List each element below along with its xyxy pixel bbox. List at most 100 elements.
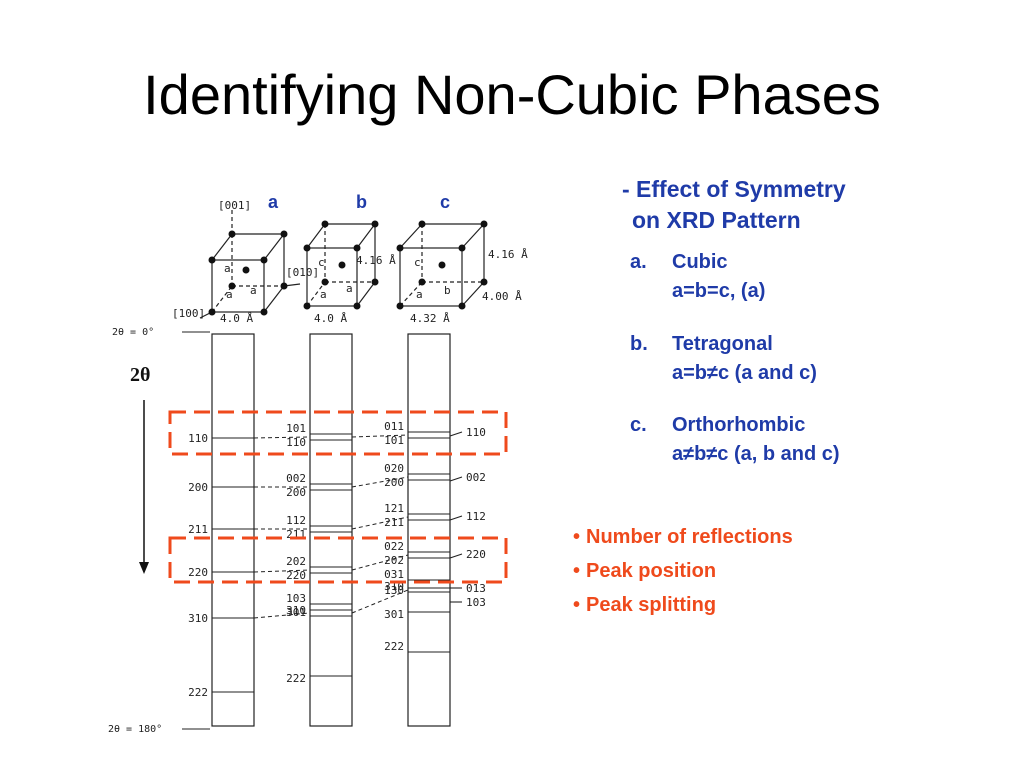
peak-label: 220 bbox=[286, 569, 306, 582]
cubic-edge-a3: a bbox=[226, 288, 233, 301]
peak-label: 112 bbox=[466, 510, 486, 523]
case-name: Orthorhombic bbox=[672, 414, 806, 436]
peak-label: 103 bbox=[466, 596, 486, 609]
peak-label: 110 bbox=[466, 426, 486, 439]
peak-label: 220 bbox=[466, 548, 486, 561]
tetragonal-cell bbox=[306, 223, 376, 307]
tie-line bbox=[351, 554, 409, 571]
peak-label: 310 bbox=[188, 612, 208, 625]
tie-line bbox=[351, 516, 409, 530]
axis-010-label: [010] bbox=[286, 266, 319, 279]
peak-label: 011 bbox=[384, 420, 404, 433]
two-theta-start-label: 2θ = 0° bbox=[112, 327, 154, 338]
peak-label: 110 bbox=[188, 432, 208, 445]
orthorhombic-edge-b: b bbox=[444, 284, 451, 297]
orthorhombic-cell bbox=[399, 223, 485, 307]
peak-label: 101 bbox=[384, 434, 404, 447]
case-tetragonal: b. Tetragonal a=b≠c (a and c) bbox=[630, 330, 817, 388]
tetragonal-lattice-label: 4.0 Å bbox=[314, 312, 347, 325]
peak-label: 301 bbox=[384, 608, 404, 621]
highlight-box-110 bbox=[168, 410, 508, 456]
orthorhombic-c-label: 4.16 Å bbox=[488, 248, 528, 261]
peak-label: 222 bbox=[286, 672, 306, 685]
axis-001-label: [001] bbox=[218, 199, 251, 212]
orthorhombic-edge-a: a bbox=[416, 288, 423, 301]
case-description: a=b≠c (a and c) bbox=[672, 362, 817, 384]
cell-a-letter: a bbox=[268, 192, 279, 212]
tie-line bbox=[351, 589, 409, 614]
peak-label: 022 bbox=[384, 540, 404, 553]
tetragonal-edge-a1: a bbox=[320, 288, 327, 301]
xrd-diagram: [001] [010] [100] a a a 4.0 Å c a a 4.16… bbox=[108, 192, 528, 735]
tie-line bbox=[351, 476, 409, 488]
case-letter: a. bbox=[630, 251, 647, 273]
peak-label: 200 bbox=[286, 486, 306, 499]
case-letter: b. bbox=[630, 333, 648, 355]
case-orthorhombic: c. Orthorhombic a≠b≠c (a, b and c) bbox=[630, 411, 840, 469]
peak-label: 031 bbox=[384, 568, 404, 581]
case-name: Cubic bbox=[672, 251, 728, 273]
slide-title: Identifying Non-Cubic Phases bbox=[143, 63, 881, 126]
peak-leader-line bbox=[449, 515, 463, 521]
orthorhombic-b-label: 4.00 Å bbox=[482, 290, 522, 303]
peak-label: 310 bbox=[286, 604, 306, 617]
case-letter: c. bbox=[630, 414, 647, 436]
axis-100-label: [100] bbox=[172, 307, 205, 320]
peak-leader-line bbox=[449, 431, 463, 437]
pattern-column-a bbox=[211, 333, 255, 727]
peak-label: 211 bbox=[384, 516, 404, 529]
cubic-edge-a1: a bbox=[224, 262, 231, 275]
case-name: Tetragonal bbox=[672, 333, 773, 355]
peak-label: 101 bbox=[286, 422, 306, 435]
peak-label: 211 bbox=[188, 523, 208, 536]
peak-label: 301 bbox=[286, 606, 306, 619]
symmetry-panel: - Effect of Symmetry on XRD Pattern bbox=[622, 174, 846, 236]
peak-label: 220 bbox=[188, 566, 208, 579]
bullet-item: Number of reflections bbox=[573, 520, 793, 554]
peak-label: 121 bbox=[384, 502, 404, 515]
peak-label: 110 bbox=[286, 436, 306, 449]
peak-label: 130 bbox=[384, 584, 404, 597]
peak-label: 002 bbox=[466, 471, 486, 484]
highlight-box-220 bbox=[168, 536, 508, 584]
case-cubic: a. Cubic a=b=c, (a) bbox=[630, 248, 765, 306]
two-theta-axis-label: 2θ bbox=[130, 364, 150, 386]
peak-label: 200 bbox=[384, 476, 404, 489]
bullet-item: Peak position bbox=[573, 554, 793, 588]
case-description: a≠b≠c (a, b and c) bbox=[672, 443, 840, 465]
tie-line bbox=[253, 436, 311, 439]
tie-line bbox=[253, 569, 311, 573]
tie-line bbox=[253, 612, 311, 619]
cell-c-letter: c bbox=[440, 192, 450, 212]
peak-label: 002 bbox=[286, 472, 306, 485]
peak-label: 202 bbox=[384, 554, 404, 567]
tie-line bbox=[351, 434, 409, 438]
tetragonal-c-label: 4.16 Å bbox=[356, 254, 396, 267]
orthorhombic-edge-c: c bbox=[414, 256, 421, 269]
cubic-cell bbox=[199, 210, 301, 319]
tetragonal-edge-a2: a bbox=[346, 282, 353, 295]
panel-heading-line2: on XRD Pattern bbox=[632, 207, 801, 233]
cubic-edge-a2: a bbox=[250, 284, 257, 297]
bullet-item: Peak splitting bbox=[573, 588, 793, 622]
pattern-column-c bbox=[407, 333, 451, 727]
pattern-column-b bbox=[309, 333, 353, 727]
peak-label: 103 bbox=[286, 592, 306, 605]
two-theta-end-label: 2θ = 180° bbox=[108, 724, 162, 735]
peak-label: 020 bbox=[384, 462, 404, 475]
effect-bullets: Number of reflections Peak position Peak… bbox=[573, 520, 793, 622]
tetragonal-edge-c: c bbox=[318, 256, 325, 269]
cubic-lattice-label: 4.0 Å bbox=[220, 312, 253, 325]
case-description: a=b=c, (a) bbox=[672, 280, 766, 302]
peak-leader-line bbox=[449, 553, 463, 559]
peak-label: 200 bbox=[188, 481, 208, 494]
peak-label: 202 bbox=[286, 555, 306, 568]
peak-label: 222 bbox=[188, 686, 208, 699]
cell-b-letter: b bbox=[356, 192, 367, 212]
peak-label: 013 bbox=[466, 582, 486, 595]
orthorhombic-lattice-label: 4.32 Å bbox=[410, 312, 450, 325]
peak-label: 112 bbox=[286, 514, 306, 527]
peak-label: 222 bbox=[384, 640, 404, 653]
panel-heading-line1: - Effect of Symmetry bbox=[622, 176, 846, 202]
peak-leader-line bbox=[449, 476, 463, 482]
